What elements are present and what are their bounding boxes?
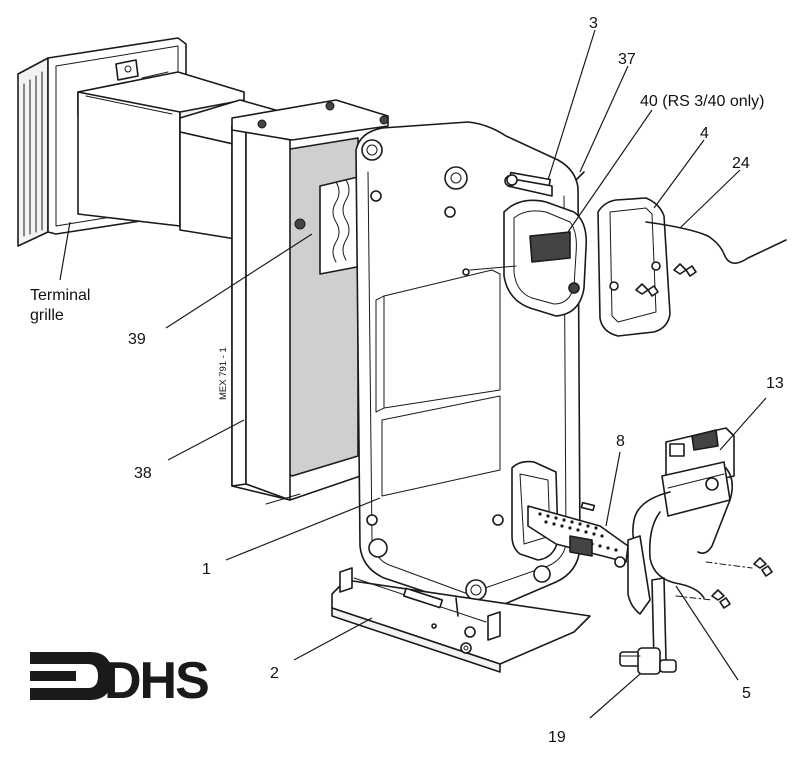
bolt-3 <box>506 171 552 187</box>
leader-lines <box>59 29 767 719</box>
callout-2: 2 <box>270 665 279 682</box>
wing-nut <box>635 283 659 297</box>
callout-terminal-grille-2: grille <box>30 307 64 324</box>
gas-valve-13 <box>627 427 735 615</box>
drawing-reference: MEX 791 - 1 <box>218 347 229 400</box>
callout-8: 8 <box>616 433 625 450</box>
callout-19: 19 <box>548 729 566 746</box>
dhs-logo: DHS <box>30 652 210 710</box>
cover-plate-4 <box>597 197 697 337</box>
callout-4: 4 <box>700 125 709 142</box>
callout-38: 38 <box>134 465 152 482</box>
pin-37 <box>575 171 585 181</box>
callout-24: 24 <box>732 155 750 172</box>
dhs-logo-text: DHS <box>104 652 208 710</box>
lead-24 <box>645 221 787 264</box>
fasteners-lower <box>675 557 773 609</box>
wing-nut <box>673 263 697 277</box>
gasket-40 <box>462 199 588 317</box>
base-tray-2 <box>331 567 591 673</box>
callout-3: 3 <box>589 15 598 32</box>
callout-1: 1 <box>202 561 211 578</box>
callout-terminal-grille-1: Terminal <box>30 287 90 304</box>
burner-8 <box>511 460 629 568</box>
callout-39: 39 <box>128 331 146 348</box>
callout-5: 5 <box>742 685 751 702</box>
callout-labels: 3 37 40 (RS 3/40 only) 4 24 Terminal gri… <box>30 15 784 746</box>
callout-37: 37 <box>618 51 636 68</box>
callout-40: 40 (RS 3/40 only) <box>640 93 765 110</box>
fitting-19 <box>619 647 677 675</box>
callout-13: 13 <box>766 375 784 392</box>
